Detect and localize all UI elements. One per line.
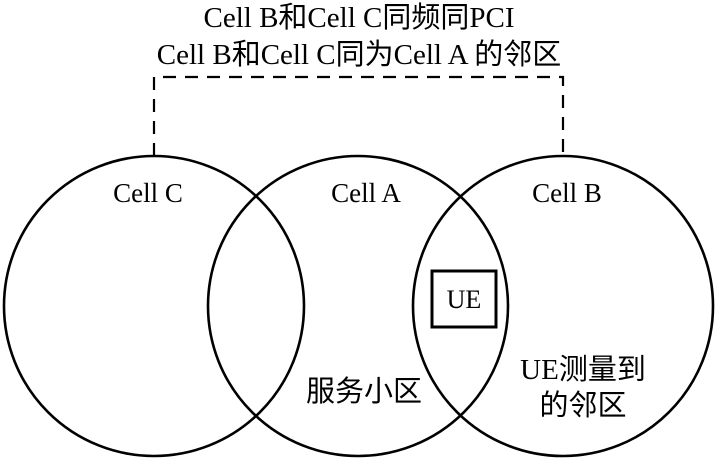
cell-c-label: Cell C bbox=[113, 178, 183, 208]
ue-label: UE bbox=[447, 285, 482, 314]
measured-neighbor-note-line-1: UE测量到 bbox=[520, 353, 646, 386]
cell-a-circle bbox=[206, 154, 510, 458]
cell-c-circle bbox=[2, 154, 306, 458]
caption-line-2: Cell B和Cell C同为Cell A 的邻区 bbox=[157, 38, 561, 71]
cell-b-circle bbox=[411, 154, 715, 458]
ue-box bbox=[430, 269, 498, 329]
dashed-link-bracket bbox=[152, 75, 565, 156]
caption-line-1: Cell B和Cell C同频同PCI bbox=[204, 1, 515, 34]
serving-cell-note: 服务小区 bbox=[306, 375, 422, 408]
cell-a-label: Cell A bbox=[331, 178, 401, 208]
cell-b-label: Cell B bbox=[532, 178, 602, 208]
measured-neighbor-note-line-2: 的邻区 bbox=[539, 389, 626, 422]
